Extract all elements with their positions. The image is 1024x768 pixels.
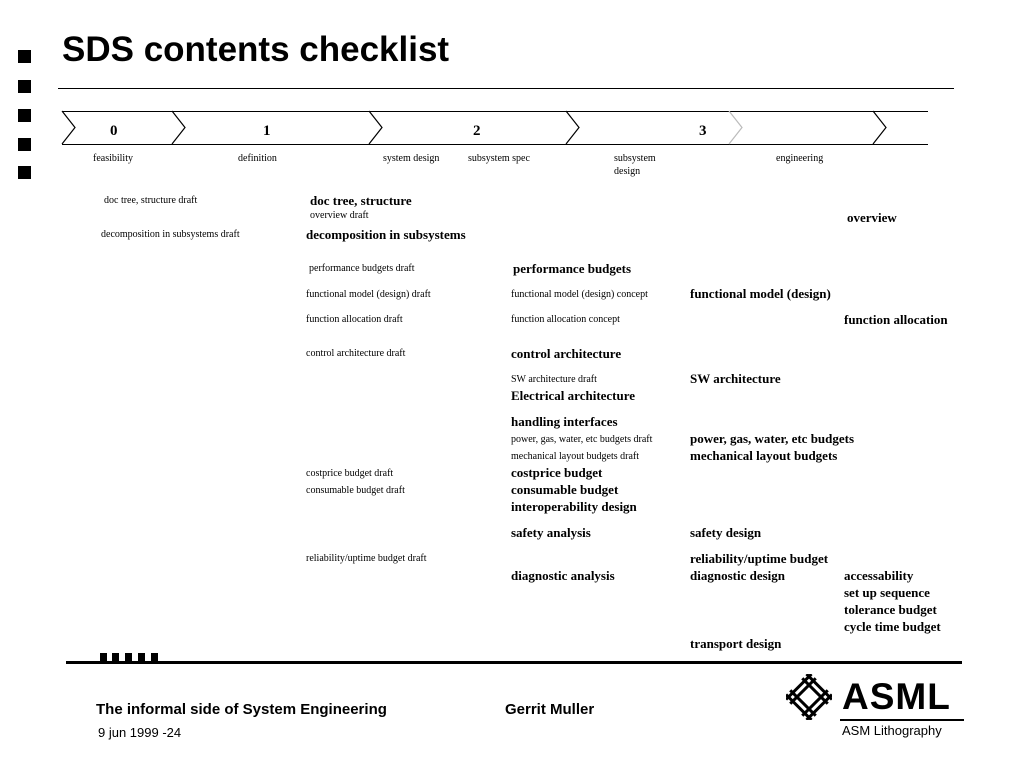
item-control-architecture-draft: control architecture draft <box>306 348 406 359</box>
phase-label-engineering: engineering <box>776 153 824 164</box>
item-cycle-time-budget: cycle time budget <box>844 619 941 634</box>
phase-bar-chevrons <box>61 110 887 145</box>
footer-title: The informal side of System Engineering <box>96 701 387 718</box>
footer-dash-4 <box>138 653 145 661</box>
item-control-architecture: control architecture <box>511 346 622 361</box>
slide-bullet-3 <box>18 109 31 122</box>
phase-label-subsystem-design-1: subsystem <box>614 153 656 164</box>
slide-bullet-5 <box>18 166 31 179</box>
chevron-3b <box>728 110 743 145</box>
item-function-allocation-concept: function allocation concept <box>511 314 620 325</box>
item-mechanical-layout: mechanical layout budgets <box>690 448 838 463</box>
item-function-allocation-draft: function allocation draft <box>306 314 403 325</box>
phase-bar-bottom-line <box>62 144 928 145</box>
item-set-up-sequence: set up sequence <box>844 585 930 600</box>
slide-bullet-1 <box>18 50 31 63</box>
item-sw-architecture-draft: SW architecture draft <box>511 374 597 385</box>
item-costprice-budget: costprice budget <box>511 465 603 480</box>
phase-number-1: 1 <box>263 123 271 139</box>
chevron-3 <box>565 110 580 145</box>
item-functional-model: functional model (design) <box>690 286 831 301</box>
item-safety-analysis: safety analysis <box>511 525 591 540</box>
item-accessability: accessability <box>844 568 914 583</box>
phase-label-system-design: system design <box>383 153 440 164</box>
item-decomposition: decomposition in subsystems <box>306 227 466 242</box>
phase-label-subsystem-design-2: design <box>614 166 641 177</box>
slide-bullet-2 <box>18 80 31 93</box>
asml-logo-wordmark: ASML <box>842 676 951 717</box>
footer-dash-2 <box>112 653 119 661</box>
asml-logo-divider <box>840 719 964 721</box>
chevron-1 <box>171 110 186 145</box>
footer-rule <box>66 661 962 664</box>
item-function-allocation: function allocation <box>844 312 948 327</box>
footer-dash-3 <box>125 653 132 661</box>
item-mechanical-layout-draft: mechanical layout budgets draft <box>511 451 640 462</box>
chevron-4 <box>872 110 887 145</box>
phase-label-feasibility: feasibility <box>93 153 133 164</box>
item-doc-tree-structure: doc tree, structure <box>310 193 412 208</box>
phase-number-0: 0 <box>110 123 118 139</box>
item-functional-model-concept: functional model (design) concept <box>511 289 648 300</box>
slide-bullet-4 <box>18 138 31 151</box>
title-underline <box>58 88 954 89</box>
phase-label-definition: definition <box>238 153 277 164</box>
footer-dash-5 <box>151 653 158 661</box>
item-diagnostic-analysis: diagnostic analysis <box>511 568 615 583</box>
item-performance-budgets: performance budgets <box>513 261 632 276</box>
footer-date: 9 jun 1999 -24 <box>98 725 182 740</box>
phase-number-2: 2 <box>473 123 481 139</box>
phase-label-subsystem-spec: subsystem spec <box>468 153 530 164</box>
phase-number-3: 3 <box>699 123 707 139</box>
item-diagnostic-design: diagnostic design <box>690 568 785 583</box>
footer-author: Gerrit Muller <box>505 701 595 718</box>
item-interoperability-design: interoperability design <box>511 499 637 514</box>
item-consumable-budget: consumable budget <box>511 482 619 497</box>
item-tolerance-budget: tolerance budget <box>844 602 937 617</box>
slide-title: SDS contents checklist <box>62 30 450 69</box>
item-power-budgets-draft: power, gas, water, etc budgets draft <box>511 434 653 445</box>
asml-logo-subtitle: ASM Lithography <box>842 723 942 738</box>
item-decomposition-draft: decomposition in subsystems draft <box>101 229 240 240</box>
item-doc-tree-structure-draft: doc tree, structure draft <box>104 195 198 206</box>
chevron-2 <box>368 110 383 145</box>
item-costprice-budget-draft: costprice budget draft <box>306 468 394 479</box>
asml-logo-icon <box>786 674 832 720</box>
item-reliability-draft: reliability/uptime budget draft <box>306 553 427 564</box>
item-functional-model-draft: functional model (design) draft <box>306 289 431 300</box>
item-handling-interfaces: handling interfaces <box>511 414 618 429</box>
item-sw-architecture: SW architecture <box>690 371 781 386</box>
item-electrical-architecture: Electrical architecture <box>511 388 636 403</box>
item-power-budgets: power, gas, water, etc budgets <box>690 431 855 446</box>
footer-dash-1 <box>100 653 107 661</box>
item-performance-budgets-draft: performance budgets draft <box>309 263 415 274</box>
item-overview-draft: overview draft <box>310 210 369 221</box>
item-overview: overview <box>847 210 897 225</box>
chevron-0 <box>61 110 76 145</box>
phase-bar-top-line <box>62 111 928 112</box>
item-transport-design: transport design <box>690 636 782 651</box>
item-reliability-budget: reliability/uptime budget <box>690 551 829 566</box>
item-consumable-budget-draft: consumable budget draft <box>306 485 405 496</box>
item-safety-design: safety design <box>690 525 762 540</box>
